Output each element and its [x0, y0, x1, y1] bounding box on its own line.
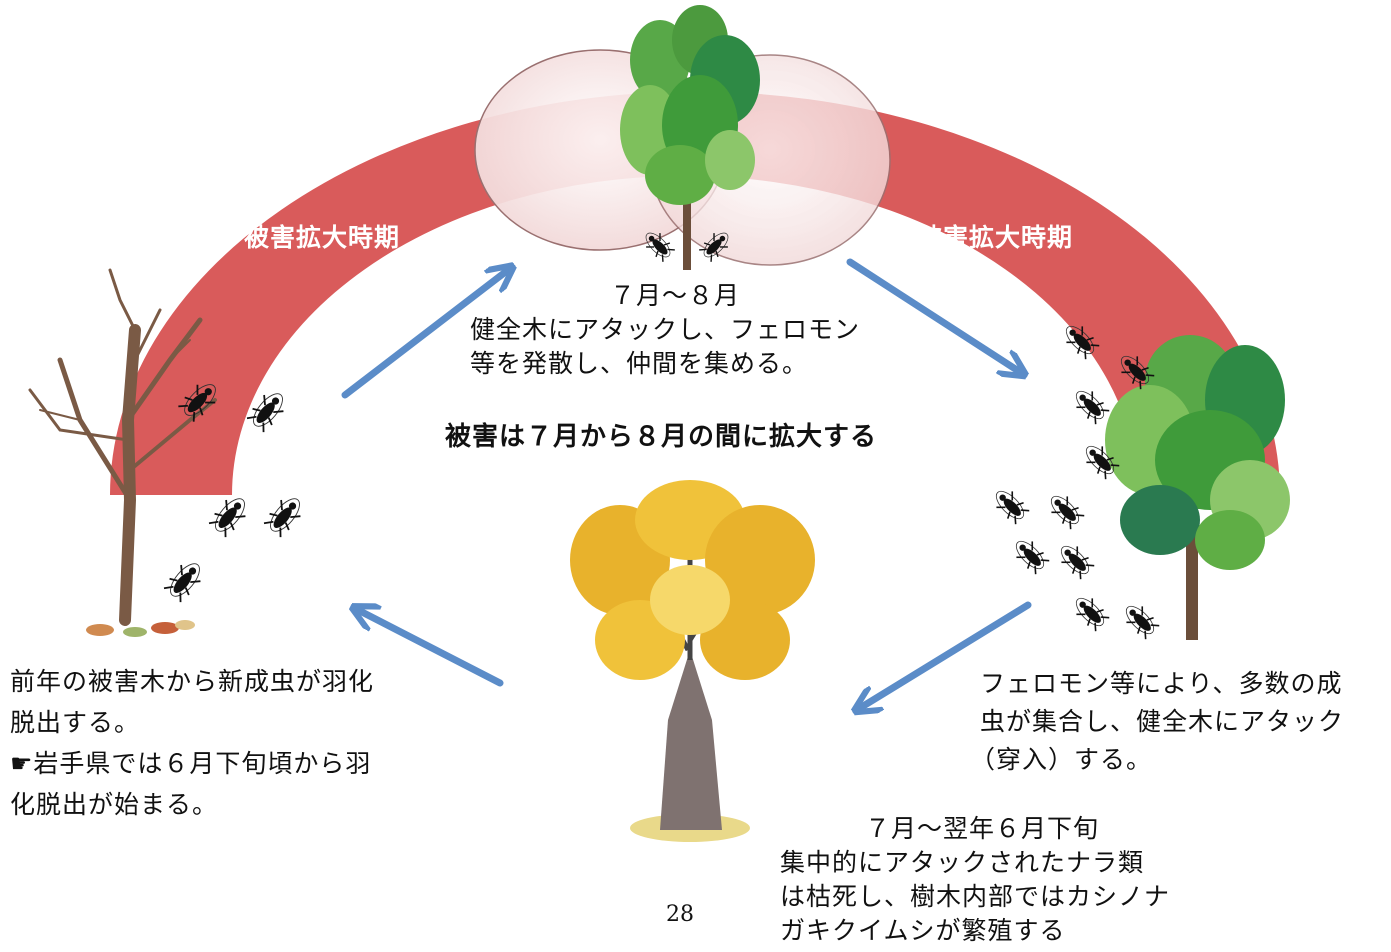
healthy-tree-top-icon [620, 5, 760, 270]
cycle-arrows [341, 258, 1032, 708]
left-desc-line2: 脱出する。 [10, 708, 141, 737]
top-period: ７月～８月 [609, 281, 740, 310]
arrow-up-left [358, 610, 504, 687]
arrow-down-left [860, 601, 1032, 708]
arrow-down-right [846, 258, 1020, 372]
arrow-up-right [341, 270, 508, 399]
left-desc-line3: ☛岩手県では６月下旬頃から羽 [10, 749, 372, 778]
bottom-desc-line2: は枯死し、樹木内部ではカシノナ [780, 882, 1171, 911]
band-label-left: 被害拡大時期 [244, 223, 401, 252]
damage-expansion-band [110, 91, 1281, 495]
top-desc-line1: 健全木にアタックし、フェロモン [470, 315, 861, 344]
left-desc-line1: 前年の被害木から新成虫が羽化 [10, 667, 375, 696]
band-label-right: 被害拡大時期 [917, 223, 1074, 252]
left-desc-line4: 化脱出が始まる。 [10, 790, 219, 819]
bottom-desc-line1: 集中的にアタックされたナラ類 [780, 848, 1145, 877]
right-desc-line1: フェロモン等により、多数の成 [980, 669, 1343, 698]
dead-oak-yellow-icon [570, 480, 815, 842]
dead-tree-icon [28, 268, 217, 626]
bottom-desc-line3: ガキクイムシが繁殖する [780, 916, 1066, 945]
right-desc-line2: 虫が集合し、健全木にアタック [980, 707, 1345, 736]
healthy-tree-right-icon [1105, 335, 1290, 640]
center-title: 被害は７月から８月の間に拡大する [445, 422, 878, 452]
top-desc-line2: 等を発散し、仲間を集める。 [470, 349, 809, 378]
page-number: 28 [666, 902, 694, 927]
bottom-period: ７月～翌年６月下旬 [865, 814, 1100, 843]
right-desc-line3: （穿入）する。 [970, 745, 1153, 774]
fallen-leaves-icon [86, 620, 195, 637]
